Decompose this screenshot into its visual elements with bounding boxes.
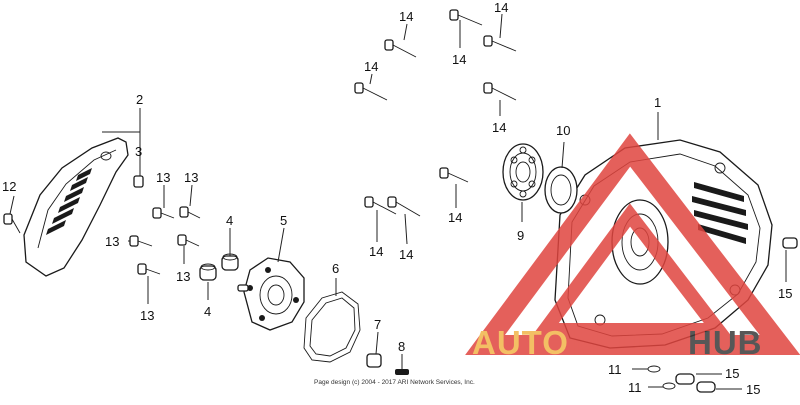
bolt-14-e[interactable] xyxy=(483,82,517,101)
bolt-14-f[interactable] xyxy=(439,167,469,183)
label-15-b: 15 xyxy=(725,366,739,381)
bolt-14-g[interactable] xyxy=(364,196,397,215)
label-7: 7 xyxy=(374,317,381,332)
label-8: 8 xyxy=(398,339,405,354)
bolt-14-a[interactable] xyxy=(384,39,417,58)
washer-11-a[interactable] xyxy=(647,365,661,373)
label-14-e: 14 xyxy=(492,120,506,135)
label-14-g: 14 xyxy=(369,244,383,259)
bolt-13-e[interactable] xyxy=(137,263,161,275)
label-15-c: 15 xyxy=(746,382,760,397)
label-3: 3 xyxy=(135,144,142,159)
watermark-logo: AUTO MOTO HUB xyxy=(465,133,800,361)
part-4-collar-lower[interactable] xyxy=(199,263,217,281)
collar-15-c[interactable] xyxy=(696,381,716,393)
part-8-pin[interactable] xyxy=(395,369,409,375)
label-15-a: 15 xyxy=(778,286,792,301)
label-6: 6 xyxy=(332,261,339,276)
label-14-a: 14 xyxy=(399,9,413,24)
part-4-collar-upper[interactable] xyxy=(221,253,239,271)
collar-15-a[interactable] xyxy=(782,237,798,249)
part-1-case-cover[interactable] xyxy=(554,139,773,349)
label-14-h: 14 xyxy=(399,247,413,262)
label-5: 5 xyxy=(280,213,287,228)
label-11-b: 11 xyxy=(628,380,642,395)
label-13-d: 13 xyxy=(176,269,190,284)
label-9: 9 xyxy=(517,228,524,243)
label-13-b: 13 xyxy=(184,170,198,185)
bolt-13-c[interactable] xyxy=(129,235,153,247)
part-5-flange[interactable] xyxy=(237,257,305,331)
bolt-13-a[interactable] xyxy=(152,207,175,219)
leader-lines xyxy=(9,13,787,390)
label-11-a: 11 xyxy=(608,362,622,377)
label-14-f: 14 xyxy=(448,210,462,225)
part-3-dowel[interactable] xyxy=(133,175,144,188)
part-6-gasket[interactable] xyxy=(303,291,361,363)
label-4-upper: 4 xyxy=(226,213,233,228)
bolt-13-b[interactable] xyxy=(179,206,201,219)
watermark-text-hub: HUB xyxy=(688,324,763,361)
label-14-d: 14 xyxy=(364,59,378,74)
copyright-notice: Page design (c) 2004 - 2017 ARI Network … xyxy=(314,379,475,386)
part-7-dowel[interactable] xyxy=(366,353,382,368)
part-2-upper-cover[interactable] xyxy=(23,137,129,277)
watermark-text-moto: MOTO xyxy=(572,324,674,361)
part-9-bearing[interactable] xyxy=(502,143,544,201)
label-13-e: 13 xyxy=(140,308,154,323)
bolt-14-c[interactable] xyxy=(483,35,517,52)
bolt-12[interactable] xyxy=(3,213,21,234)
watermark-triangle-inner xyxy=(531,203,733,337)
label-13-a: 13 xyxy=(156,170,170,185)
label-4-lower: 4 xyxy=(204,304,211,319)
part-10-oil-seal[interactable] xyxy=(544,166,578,214)
bolt-14-h[interactable] xyxy=(387,196,421,217)
bolt-14-b[interactable] xyxy=(449,9,483,26)
label-14-b: 14 xyxy=(452,52,466,67)
label-12: 12 xyxy=(2,179,16,194)
label-1: 1 xyxy=(654,95,661,110)
watermark-triangle-outer xyxy=(465,133,800,355)
bolt-14-d[interactable] xyxy=(354,82,388,101)
label-14-c: 14 xyxy=(494,0,508,15)
washer-11-b[interactable] xyxy=(662,382,676,390)
watermark-text-auto: AUTO xyxy=(472,324,569,361)
label-2: 2 xyxy=(136,92,143,107)
label-13-c: 13 xyxy=(105,234,119,249)
bolt-13-d[interactable] xyxy=(177,234,200,247)
label-10: 10 xyxy=(556,123,570,138)
part-labels: 1 2 3 4 4 5 6 7 8 9 10 11 11 12 13 13 13… xyxy=(2,0,792,397)
collar-15-b[interactable] xyxy=(675,373,695,385)
